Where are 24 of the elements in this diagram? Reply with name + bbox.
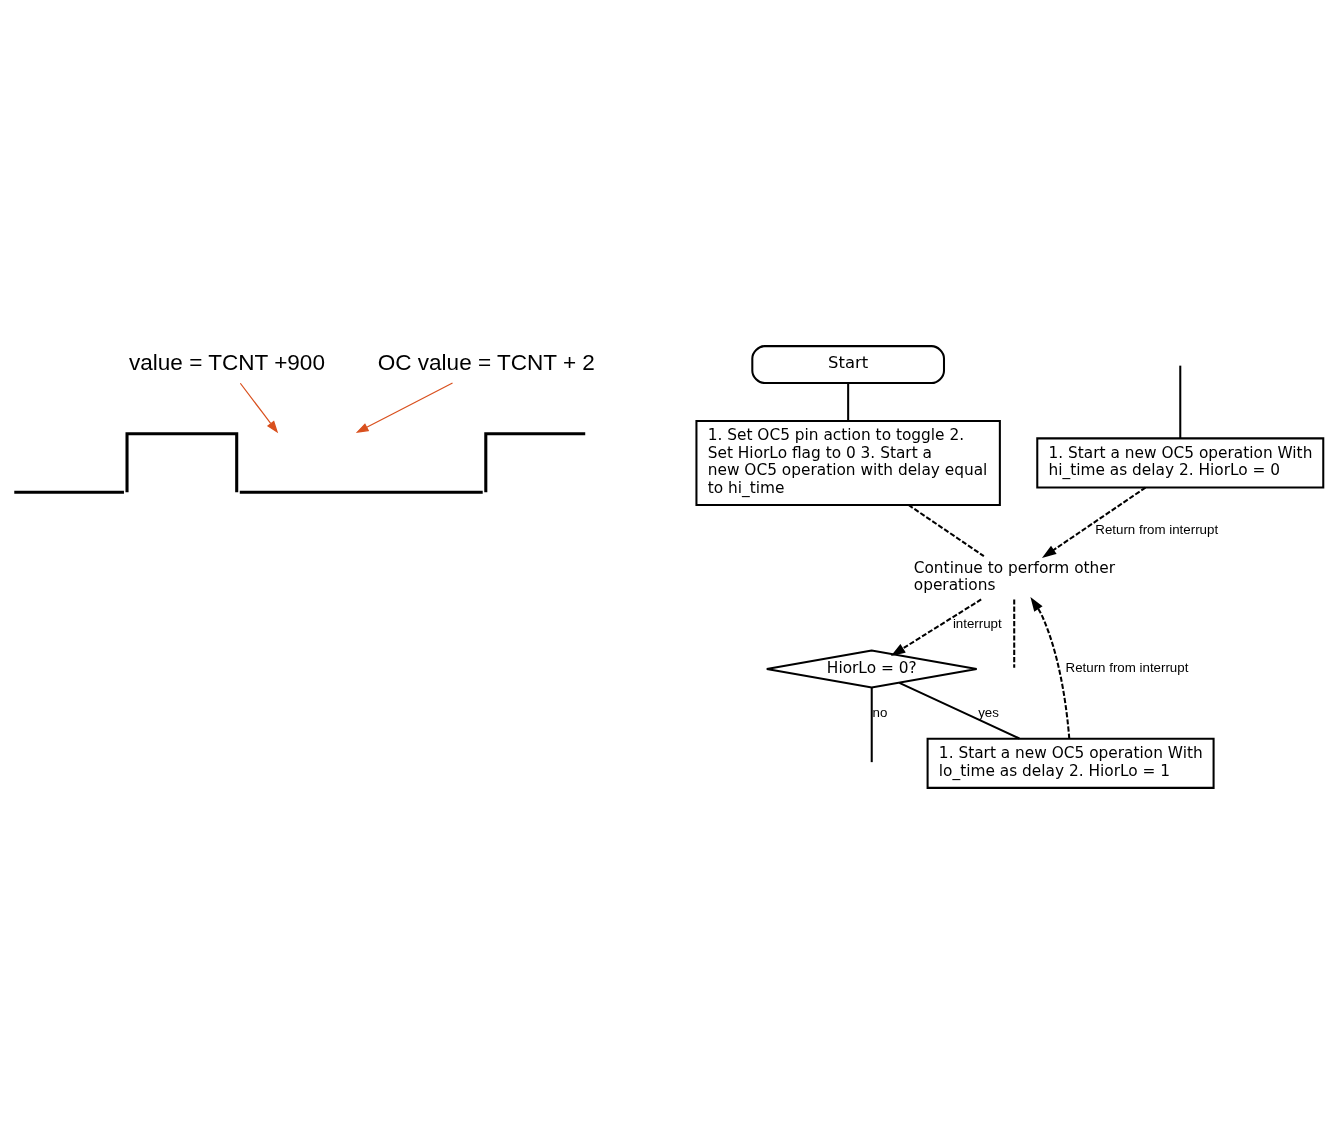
node-box: 1. Start a new OC5 operation With lo_time as delay 2. HiorLo = 1: [926, 737, 1215, 789]
node-box: 1. Set OC5 pin action to toggle 2. Set HiorLo flag to 0 3. Start a new OC5 operation with delay equal to hi_time: [695, 419, 1001, 506]
edge-label: Return from interrupt: [1065, 660, 1189, 676]
connector: [898, 681, 1020, 740]
node-diamond: HiorLo = 0?: [765, 649, 978, 689]
edge-label: Return from interrupt: [1095, 522, 1219, 538]
edge-label: interrupt: [952, 616, 1002, 632]
edge-label: no: [872, 704, 888, 720]
node-text: OC value = TCNT + 2: [377, 350, 595, 376]
connector: [1179, 365, 1182, 439]
arrow: [1041, 486, 1147, 558]
arrow: [355, 382, 454, 433]
connector: [1013, 599, 1016, 668]
connector: [908, 504, 985, 557]
node-text: Continue to perform other operations: [913, 558, 1116, 595]
arrow: [239, 382, 279, 434]
connector: [847, 383, 850, 421]
edge-label: yes: [978, 704, 999, 720]
node-box: Start: [751, 345, 946, 385]
connector: [870, 687, 873, 763]
node-box: 1. Start a new OC5 operation With hi_time as delay 2. HiorLo = 0: [1036, 437, 1325, 489]
arrow: [1030, 597, 1071, 739]
arrow: [890, 598, 982, 656]
node-text: value = TCNT +900: [128, 350, 325, 376]
